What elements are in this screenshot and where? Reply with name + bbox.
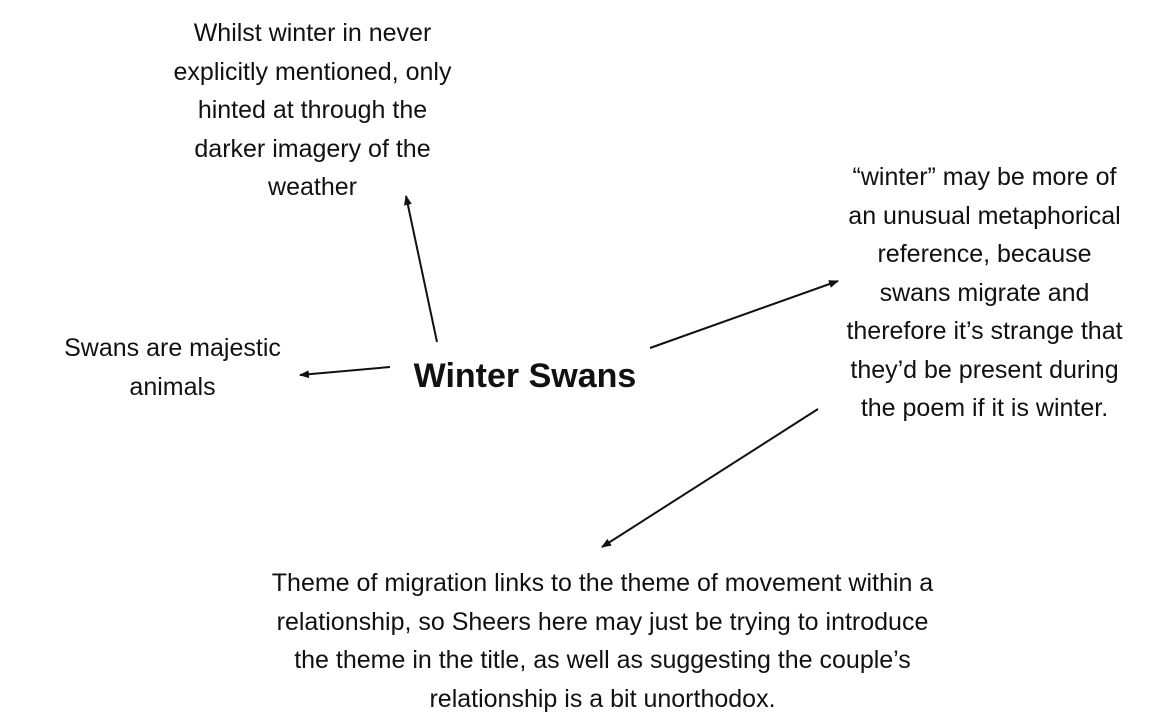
note-swans-majestic: Swans are majestic animals	[64, 334, 281, 401]
arrow-to-right-note	[649, 280, 839, 349]
note-migration-theme: Theme of migration links to the theme of…	[271, 569, 934, 713]
note-winter-not-mentioned: Whilst winter in never explicitly mentio…	[173, 19, 452, 201]
arrow-to-left-note	[299, 366, 391, 379]
arrow-to-top-note	[403, 195, 438, 343]
arrow-to-bottom-note	[601, 408, 819, 548]
central-title: Winter Swans	[413, 357, 637, 395]
note-winter-metaphor: “winter” may be more of an unusual metap…	[846, 163, 1123, 422]
